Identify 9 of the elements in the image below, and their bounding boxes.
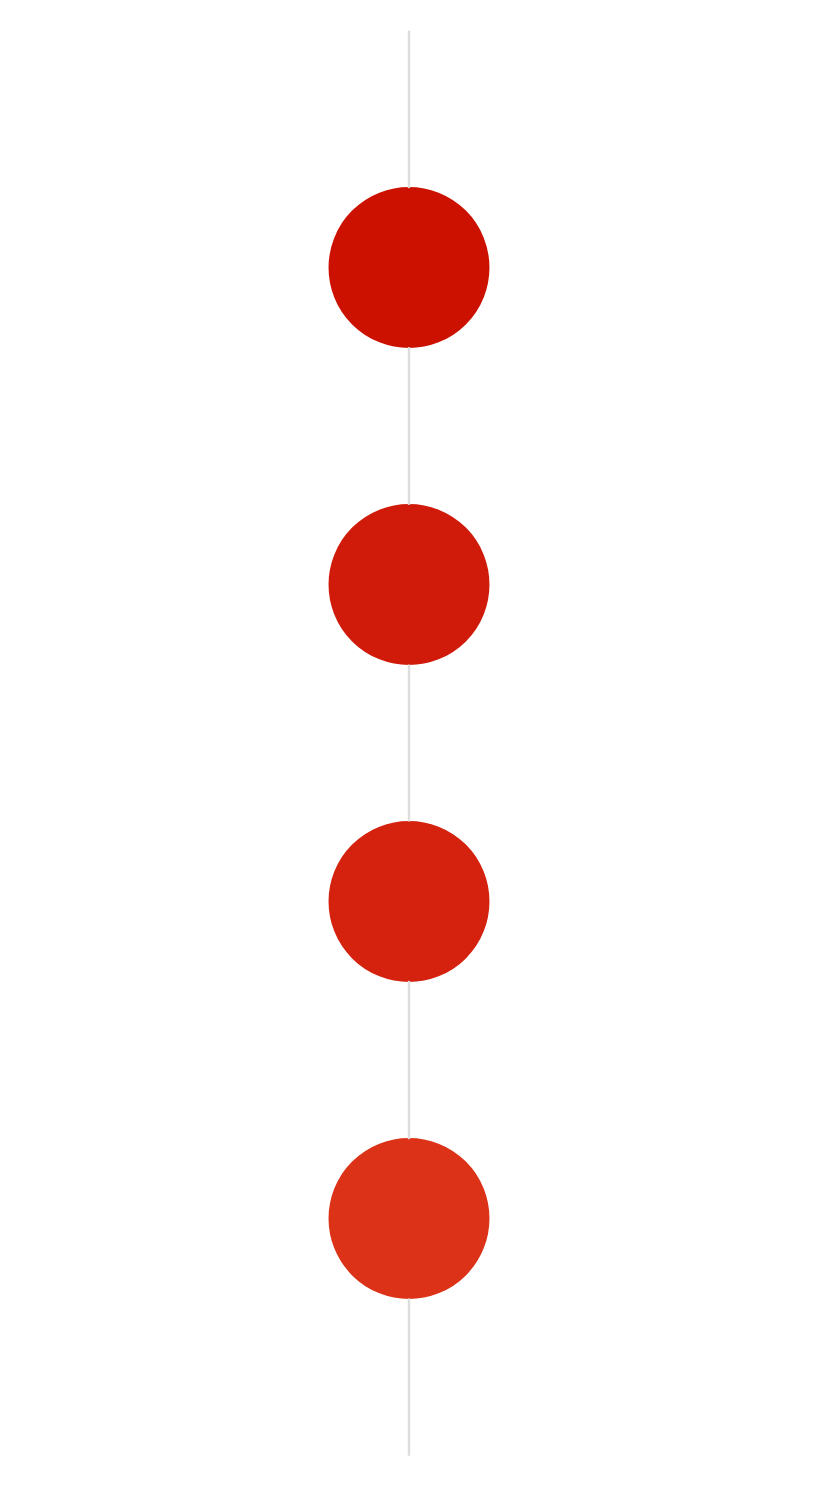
node-circle: [327, 821, 489, 982]
connector: [406, 30, 410, 189]
connector: [406, 1298, 410, 1456]
node-circle: [327, 187, 489, 348]
connector: [406, 980, 410, 1140]
node-circle: [327, 1138, 489, 1299]
connector: [406, 664, 410, 822]
node-circle: [327, 504, 489, 665]
connector: [406, 347, 410, 505]
